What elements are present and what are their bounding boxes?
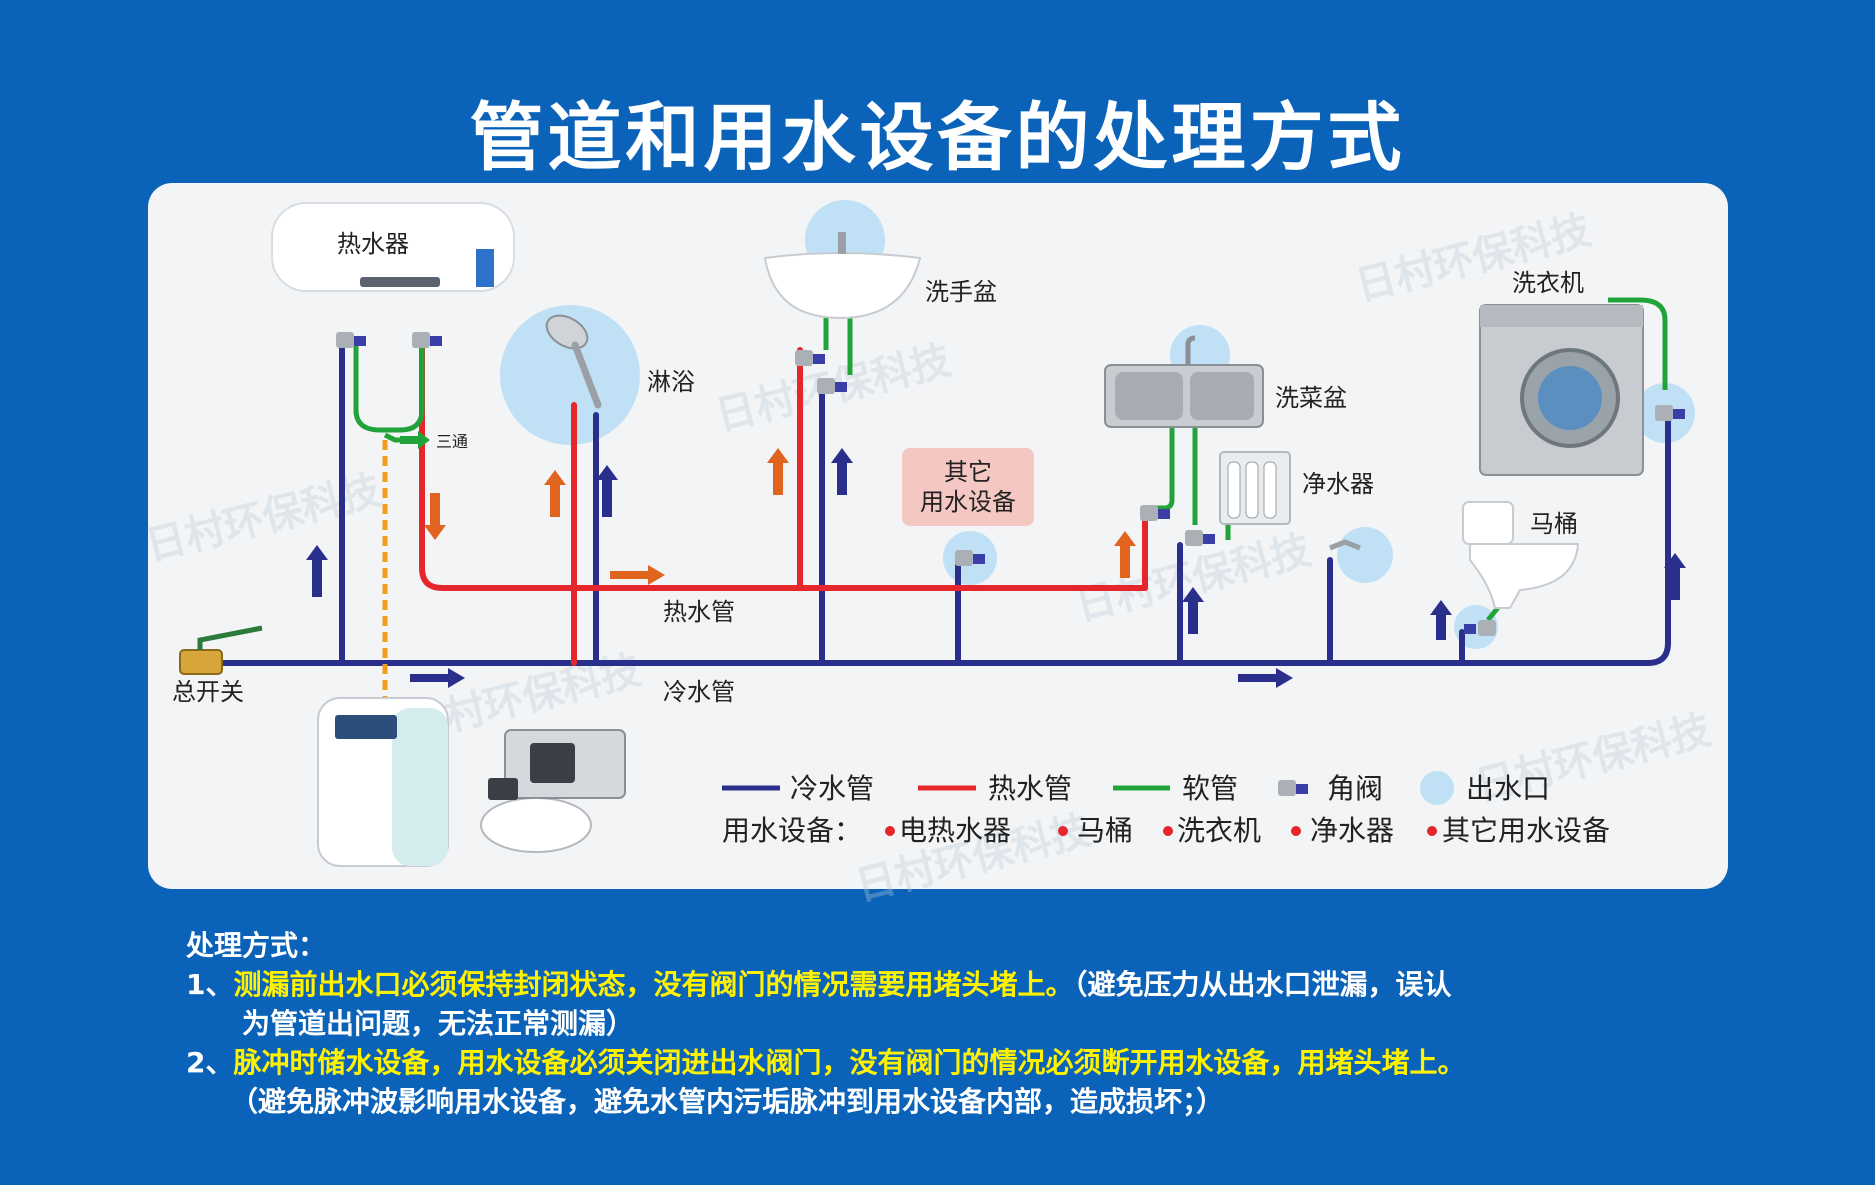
water-heater-label: 热水器 xyxy=(337,230,409,258)
pulse-machine-icon xyxy=(317,697,449,867)
angle-valve-icon xyxy=(336,332,366,348)
arrow-up-icon xyxy=(544,470,566,517)
instruction-note: （避免压力从出水口泄漏，误认 xyxy=(1073,968,1452,1001)
cold-main-pipe xyxy=(219,417,1671,666)
toilet-icon: 马桶 xyxy=(1462,501,1580,609)
legend-device-item: 其它用水设备 xyxy=(1442,814,1610,847)
hot-water-pipes xyxy=(419,339,1148,666)
water-purifier-icon: 净水器 xyxy=(1219,451,1374,525)
cold-water-pipes xyxy=(219,339,1671,666)
arrow-up-icon xyxy=(1430,600,1452,640)
outlet-circle xyxy=(1337,527,1393,583)
legend-dot-icon xyxy=(885,826,895,836)
angle-valves xyxy=(336,332,1685,636)
angle-valve-icon xyxy=(817,378,847,394)
instructions-heading: 处理方式： xyxy=(186,929,327,962)
instruction-highlight: 脉冲时储水设备，用水设备必须关闭进出水阀门，没有阀门的情况必须断开用水设备，用堵… xyxy=(233,1046,1466,1079)
tee-label: 三通 xyxy=(436,432,468,451)
instructions: 处理方式： 1、测漏前出水口必须保持封闭状态，没有阀门的情况需要用堵头堵上。（避… xyxy=(186,926,1746,1121)
hand-basin-icon: 洗手盆 xyxy=(763,232,997,320)
arrow-up-icon xyxy=(1664,553,1686,600)
hot-pipe-label: 热水管 xyxy=(663,598,735,626)
shower-label: 淋浴 xyxy=(647,368,695,396)
legend: 冷水管 热水管 软管 角阀 出水口 用水设备： 电热水器 马桶 洗衣机 净水器 … xyxy=(722,771,1610,847)
arrow-up-icon xyxy=(596,465,618,517)
instruction-item-2: 2、脉冲时储水设备，用水设备必须关闭进出水阀门，没有阀门的情况必须断开用水设备，… xyxy=(186,1043,1746,1082)
legend-cold-label: 冷水管 xyxy=(790,772,874,805)
legend-dot-icon xyxy=(1163,826,1173,836)
hot-main-pipe xyxy=(419,339,1148,591)
legend-dot-icon xyxy=(1291,826,1301,836)
faucet-icon xyxy=(1329,539,1361,551)
angle-valve-icon xyxy=(1655,405,1685,421)
instruction-number: 1、 xyxy=(186,968,234,1001)
arrow-down-icon xyxy=(424,493,446,540)
other-device-line2: 用水设备 xyxy=(920,488,1016,516)
arrow-right-icon xyxy=(400,431,430,449)
other-device-line1: 其它 xyxy=(944,458,992,486)
vegetable-basin-icon: 洗菜盆 xyxy=(1104,335,1347,428)
cold-pipe-label: 冷水管 xyxy=(663,678,735,706)
arrow-right-icon xyxy=(410,668,465,688)
instruction-item-1: 1、测漏前出水口必须保持封闭状态，没有阀门的情况需要用堵头堵上。（避免压力从出水… xyxy=(186,965,1746,1004)
outlet-circle xyxy=(500,305,640,445)
arrow-up-icon xyxy=(1182,587,1204,634)
legend-device-item: 电热水器 xyxy=(899,814,1011,847)
hand-basin-label: 洗手盆 xyxy=(925,278,997,306)
legend-outlet-label: 出水口 xyxy=(1466,772,1550,805)
watermark-text: 日村环保科技 xyxy=(141,467,385,570)
instruction-highlight: 测漏前出水口必须保持封闭状态，没有阀门的情况需要用堵头堵上。 xyxy=(233,968,1074,1001)
angle-valve-icon xyxy=(955,550,985,566)
angle-valve-icon xyxy=(1185,530,1215,546)
vegetable-basin-label: 洗菜盆 xyxy=(1275,384,1347,412)
angle-valve-icon xyxy=(412,332,442,348)
shower-icon: 淋浴 xyxy=(545,314,695,409)
legend-device-item: 马桶 xyxy=(1077,814,1133,847)
legend-dot-icon xyxy=(1058,826,1068,836)
legend-device-item: 洗衣机 xyxy=(1177,814,1261,847)
arrow-up-icon xyxy=(831,448,853,495)
main-switch-valve-icon: 总开关 xyxy=(172,625,263,706)
instruction-item-2-note: （避免脉冲波影响用水设备，避免水管内污垢脉冲到用水设备内部，造成损坏；） xyxy=(230,1085,1225,1118)
arrow-right-icon xyxy=(610,565,665,585)
main-switch-label: 总开关 xyxy=(172,678,244,706)
angle-valve-icon xyxy=(1140,505,1170,521)
water-purifier-label: 净水器 xyxy=(1302,470,1374,498)
legend-angle-valve-label: 角阀 xyxy=(1327,772,1383,805)
arrow-up-icon xyxy=(306,545,328,597)
instruction-number: 2、 xyxy=(186,1046,234,1079)
toilet-label: 马桶 xyxy=(1530,510,1578,538)
arrow-up-icon xyxy=(767,448,789,495)
legend-angle-valve-icon xyxy=(1278,780,1308,796)
washing-machine-label: 洗衣机 xyxy=(1512,269,1584,297)
arrow-right-icon xyxy=(1238,668,1293,688)
legend-dot-icon xyxy=(1427,826,1437,836)
angle-valve-icon xyxy=(1464,620,1496,636)
instruction-item-1-cont: 为管道出问题，无法正常测漏） xyxy=(242,1007,635,1040)
legend-hose-label: 软管 xyxy=(1182,772,1238,805)
other-device-box: 其它 用水设备 xyxy=(902,448,1034,526)
flow-arrows xyxy=(306,431,1686,688)
legend-hot-label: 热水管 xyxy=(988,772,1072,805)
page-title: 管道和用水设备的处理方式 xyxy=(469,95,1406,181)
legend-device-item: 净水器 xyxy=(1310,814,1394,847)
water-heater-icon: 热水器 xyxy=(271,202,515,292)
air-compressor-icon xyxy=(480,729,626,853)
legend-outlet-icon xyxy=(1420,771,1454,805)
angle-valve-icon xyxy=(795,350,825,366)
arrow-up-icon xyxy=(1114,531,1136,578)
washing-machine-icon: 洗衣机 xyxy=(1479,269,1644,476)
legend-devices-prefix: 用水设备： xyxy=(722,814,862,847)
